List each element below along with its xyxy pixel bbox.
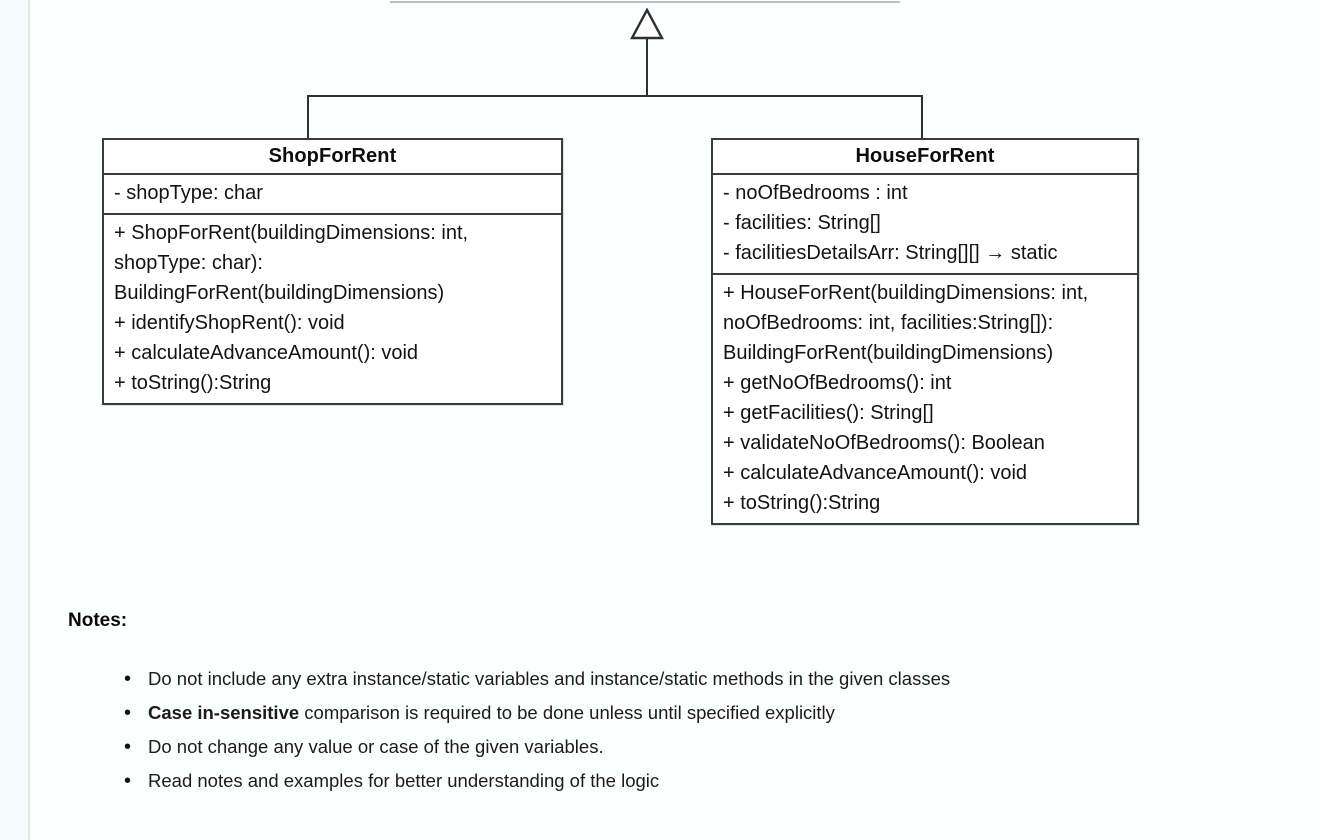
generalization-branch-right [921, 95, 923, 139]
note-text: comparison is required to be done unless… [299, 702, 835, 723]
method-row: + ShopForRent(buildingDimensions: int, s… [114, 222, 474, 304]
methods-compartment-houseforrent: + HouseForRent(buildingDimensions: int, … [713, 275, 1137, 523]
attribute-row: - noOfBedrooms : int [723, 182, 908, 204]
method-row: + getFacilities(): String[] [723, 402, 934, 424]
method-row: + toString():String [114, 372, 272, 394]
method-row: + calculateAdvanceAmount(): void [114, 342, 419, 364]
class-name-houseforrent: HouseForRent [713, 140, 1137, 175]
attributes-compartment-shopforrent: - shopType: char [104, 175, 561, 215]
attributes-compartment-houseforrent: - noOfBedrooms : int - facilities: Strin… [713, 175, 1137, 275]
note-item: Do not change any value or case of the g… [124, 730, 1248, 764]
note-text: Do not change any value or case of the g… [148, 736, 604, 757]
attribute-row: - shopType: char [114, 182, 263, 204]
generalization-stem-line [646, 38, 648, 96]
note-text: Do not include any extra instance/static… [148, 668, 951, 689]
attribute-row: - facilitiesDetailsArr: String[][] → sta… [723, 242, 1058, 264]
uml-class-houseforrent: HouseForRent - noOfBedrooms : int - faci… [711, 138, 1139, 525]
method-row: + HouseForRent(buildingDimensions: int, … [723, 282, 1100, 364]
method-row: + toString():String [723, 492, 881, 514]
note-item: Case in-sensitive comparison is required… [124, 696, 1248, 730]
note-text: Read notes and examples for better under… [148, 770, 660, 791]
attribute-row: - facilities: String[] [723, 212, 881, 234]
generalization-branch-left [307, 95, 309, 139]
method-row: + getNoOfBedrooms(): int [723, 372, 952, 394]
class-name-shopforrent: ShopForRent [104, 140, 561, 175]
uml-class-diagram: ShopForRent - shopType: char + ShopForRe… [102, 1, 1139, 525]
page-left-gutter [0, 0, 28, 840]
page-gutter-divider [28, 0, 30, 840]
method-row: + identifyShopRent(): void [114, 312, 345, 334]
uml-class-shopforrent: ShopForRent - shopType: char + ShopForRe… [102, 138, 563, 405]
generalization-horizontal-connector [307, 95, 923, 97]
note-item: Read notes and examples for better under… [124, 764, 1248, 798]
notes-heading: Notes: [68, 610, 128, 631]
generalization-arrowhead-icon [629, 7, 665, 40]
parent-class-box-bottom-edge [390, 1, 900, 3]
method-row: + validateNoOfBedrooms(): Boolean [723, 432, 1045, 454]
notes-list: Do not include any extra instance/static… [122, 662, 1248, 798]
note-bold-prefix: Case in-sensitive [148, 702, 300, 723]
method-row: + calculateAdvanceAmount(): void [723, 462, 1028, 484]
note-item: Do not include any extra instance/static… [124, 662, 1248, 696]
methods-compartment-shopforrent: + ShopForRent(buildingDimensions: int, s… [104, 215, 561, 403]
